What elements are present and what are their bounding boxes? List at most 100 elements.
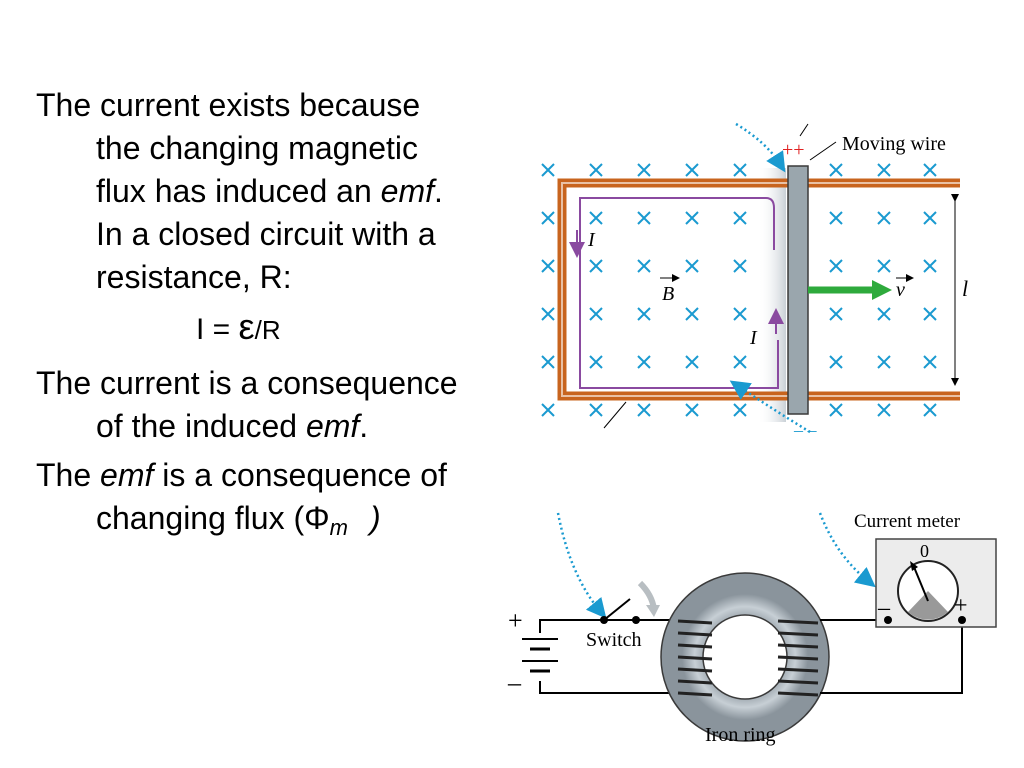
field-x-mark bbox=[637, 259, 651, 273]
field-x-mark bbox=[589, 163, 603, 177]
field-x-mark bbox=[733, 307, 747, 321]
field-x-mark bbox=[923, 403, 937, 417]
field-x-mark bbox=[541, 211, 555, 225]
field-x-mark bbox=[829, 307, 843, 321]
wire-shadow bbox=[758, 168, 786, 422]
coil-winding bbox=[677, 667, 713, 673]
field-x-mark bbox=[541, 355, 555, 369]
coil-winding bbox=[677, 655, 713, 661]
formula-epsilon: ε bbox=[238, 306, 255, 347]
coil-winding bbox=[677, 679, 713, 685]
leader-plus bbox=[799, 123, 809, 137]
field-x-mark bbox=[923, 259, 937, 273]
battery-plus-label: + bbox=[508, 606, 523, 635]
field-x-mark bbox=[733, 211, 747, 225]
p2-text: The current is a consequence of the indu… bbox=[36, 365, 458, 444]
p3-before: The bbox=[36, 457, 101, 493]
field-x-mark bbox=[637, 403, 651, 417]
paragraph-current-consequence: The current is a consequence of the indu… bbox=[36, 362, 466, 448]
meter-wire-bottom bbox=[820, 620, 963, 694]
coil-winding bbox=[777, 631, 819, 637]
field-x-mark bbox=[923, 211, 937, 225]
switch-lever bbox=[603, 598, 631, 621]
iron-ring-diagram: + – Switch Current meter 0 – + Iron ring bbox=[507, 511, 997, 746]
dotted-arrow-bottom bbox=[729, 380, 811, 434]
secondary-coil bbox=[777, 619, 819, 697]
switch-label: Switch bbox=[586, 629, 642, 651]
field-x-mark bbox=[637, 307, 651, 321]
field-x-mark bbox=[733, 355, 747, 369]
field-x-mark bbox=[829, 355, 843, 369]
meter-terminal-left bbox=[884, 616, 892, 624]
p1-text: The current exists because the changing … bbox=[36, 87, 421, 209]
formula-lhs: I = bbox=[196, 313, 239, 346]
velocity-label: v bbox=[896, 279, 905, 301]
field-x-mark bbox=[829, 163, 843, 177]
field-x-mark bbox=[877, 211, 891, 225]
moving-wire-diagram: Moving wire ++ – – I I B v l bbox=[541, 122, 968, 440]
field-x-mark bbox=[829, 211, 843, 225]
field-x-mark bbox=[685, 211, 699, 225]
field-x-mark bbox=[541, 259, 555, 273]
coil-winding bbox=[777, 619, 819, 625]
p3-sub: m bbox=[329, 515, 348, 540]
meter-plus-label: + bbox=[954, 593, 968, 619]
field-x-mark bbox=[589, 259, 603, 273]
paragraph-emf-consequence: The emf is a consequence of changing flu… bbox=[36, 454, 466, 549]
battery-minus-label: – bbox=[507, 668, 522, 697]
current-loop bbox=[579, 197, 779, 389]
field-x-mark bbox=[589, 307, 603, 321]
field-x-mark bbox=[541, 163, 555, 177]
formula-rhs: /R bbox=[254, 315, 281, 345]
p1-emf: emf bbox=[380, 173, 434, 209]
battery-bottom-wire bbox=[539, 681, 684, 694]
ohms-formula: I = ε/R bbox=[36, 305, 466, 352]
p2-after: . bbox=[359, 408, 369, 444]
field-x-mark bbox=[877, 163, 891, 177]
field-x-mark bbox=[877, 355, 891, 369]
field-label: B bbox=[662, 283, 674, 305]
moving-wire bbox=[787, 165, 809, 415]
field-x-mark bbox=[923, 307, 937, 321]
plus-charge-label: ++ bbox=[782, 139, 805, 161]
leader-minus bbox=[603, 401, 627, 429]
field-x-mark bbox=[685, 403, 699, 417]
field-x-mark bbox=[877, 259, 891, 273]
field-x-mark bbox=[541, 307, 555, 321]
coil-winding bbox=[777, 655, 819, 661]
p3-phi: Φ bbox=[304, 500, 330, 536]
dotted-arrow-top bbox=[735, 122, 786, 173]
p3-text: is a consequence of changing flux ( bbox=[96, 457, 447, 536]
field-x-mark bbox=[829, 403, 843, 417]
field-x-mark bbox=[589, 355, 603, 369]
meter-zero-label: 0 bbox=[920, 541, 929, 561]
field-x-mark bbox=[685, 259, 699, 273]
field-x-mark bbox=[685, 355, 699, 369]
meter-needle bbox=[913, 566, 929, 602]
coil-winding bbox=[677, 631, 713, 637]
field-x-mark bbox=[541, 403, 555, 417]
coil-winding bbox=[777, 691, 819, 697]
meter-terminal-right bbox=[958, 616, 966, 624]
p3-emf: emf bbox=[100, 457, 154, 493]
field-x-mark bbox=[637, 211, 651, 225]
coil-winding bbox=[777, 679, 819, 685]
p3-after: ) bbox=[369, 500, 381, 536]
length-label: l bbox=[962, 276, 968, 301]
switch-motion-arrowhead bbox=[646, 605, 660, 617]
coil-winding bbox=[677, 619, 713, 625]
field-x-mark bbox=[589, 211, 603, 225]
field-x-mark bbox=[923, 355, 937, 369]
meter-needle-tip bbox=[910, 561, 918, 571]
leader-moving-wire bbox=[809, 141, 837, 161]
field-x-mark bbox=[923, 163, 937, 177]
paragraph-current-exists: The current exists because the changing … bbox=[36, 84, 466, 299]
dotted-arrow-switch bbox=[556, 512, 607, 619]
field-x-mark bbox=[733, 163, 747, 177]
field-x-mark bbox=[877, 307, 891, 321]
coil-winding bbox=[777, 667, 819, 673]
field-x-mark bbox=[637, 163, 651, 177]
coil-winding bbox=[677, 691, 713, 697]
switch-contact-right bbox=[632, 616, 640, 624]
current-label-left: I bbox=[587, 229, 596, 251]
